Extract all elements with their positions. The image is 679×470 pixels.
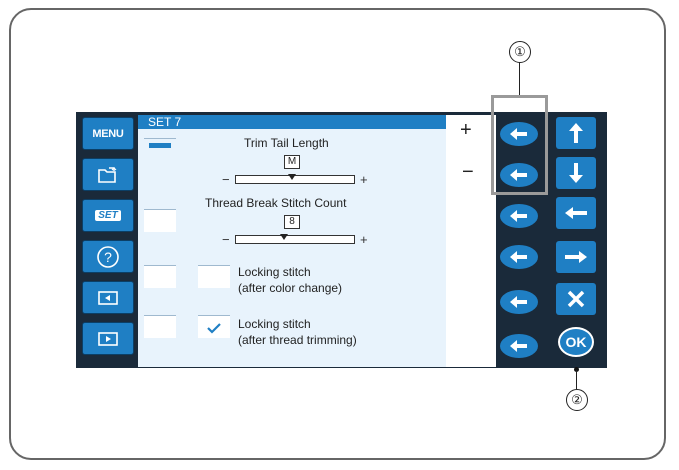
set-button-label: SET xyxy=(95,210,121,221)
lock-color-checkbox[interactable] xyxy=(198,265,230,288)
trim-tail-slider[interactable] xyxy=(235,174,355,184)
arrow-left-icon xyxy=(510,251,527,263)
menu-button[interactable]: MENU xyxy=(82,117,134,150)
cursor-up-button[interactable] xyxy=(556,117,596,149)
lock-trim-line1: Locking stitch xyxy=(238,317,311,331)
row3-arrow-key[interactable] xyxy=(500,204,538,228)
trim-tail-thumb xyxy=(288,174,296,180)
cursor-down-button[interactable] xyxy=(556,157,596,189)
lock-color-line2: (after color change) xyxy=(238,281,343,295)
callout-1: ① xyxy=(509,41,531,63)
page-back-button[interactable] xyxy=(82,281,134,314)
arrow-down-icon xyxy=(569,163,583,183)
row6-arrow-key[interactable] xyxy=(500,334,538,358)
row4-arrow-key[interactable] xyxy=(500,245,538,269)
selected-arrow-icon xyxy=(149,143,171,148)
minus-key-label: − xyxy=(462,161,474,183)
callout-2-dot xyxy=(574,367,579,372)
trim-tail-minus: − xyxy=(222,172,230,187)
thread-break-minus: − xyxy=(222,232,230,247)
screen-title: SET 7 xyxy=(148,115,182,129)
arrow-left-icon xyxy=(510,128,527,140)
trim-tail-value: M xyxy=(284,155,300,169)
lock-color-left-box xyxy=(144,265,176,288)
page-forward-button[interactable] xyxy=(82,322,134,355)
cursor-right-button[interactable] xyxy=(556,241,596,273)
checkmark-icon xyxy=(207,323,221,334)
help-button[interactable]: ? xyxy=(82,240,134,273)
cancel-button[interactable] xyxy=(556,283,596,315)
ok-button[interactable]: OK xyxy=(558,327,594,357)
callout-2: ② xyxy=(566,389,588,411)
plus-arrow-key[interactable] xyxy=(500,122,538,146)
folder-button[interactable] xyxy=(82,158,134,191)
arrow-left-icon xyxy=(510,340,527,352)
arrow-left-icon xyxy=(565,207,587,219)
arrow-left-icon xyxy=(510,296,527,308)
plus-minus-panel: + − xyxy=(446,115,496,367)
close-icon xyxy=(567,290,585,308)
thread-break-value: 8 xyxy=(284,215,300,229)
lock-trim-line2: (after thread trimming) xyxy=(238,333,357,347)
row5-arrow-key[interactable] xyxy=(500,290,538,314)
callout-1-leader xyxy=(519,62,520,96)
thread-break-label: Thread Break Stitch Count xyxy=(205,196,347,210)
screen-title-bar: SET 7 xyxy=(138,115,446,129)
trim-tail-plus: + xyxy=(360,172,368,187)
lock-color-line1: Locking stitch xyxy=(238,265,311,279)
callout-2-leader xyxy=(576,370,577,389)
lock-trim-checkbox[interactable] xyxy=(198,315,230,338)
arrow-left-icon xyxy=(510,169,527,181)
thread-break-plus: + xyxy=(360,232,368,247)
cursor-left-button[interactable] xyxy=(556,197,596,229)
lcd-screen: SET 7 Trim Tail Length M − + Thread Brea… xyxy=(138,115,446,367)
help-glyph: ? xyxy=(104,249,112,265)
arrow-left-icon xyxy=(510,210,527,222)
callout-1-highlight xyxy=(491,95,548,195)
page-forward-icon xyxy=(98,331,118,346)
minus-arrow-key[interactable] xyxy=(500,163,538,187)
thread-break-slider[interactable] xyxy=(235,234,355,244)
plus-key-label: + xyxy=(460,119,472,141)
folder-icon xyxy=(98,166,117,183)
trim-tail-label: Trim Tail Length xyxy=(244,136,329,150)
left-button-bar: MENU SET ? xyxy=(82,117,136,363)
trim-tail-selector[interactable] xyxy=(144,138,176,161)
menu-button-label: MENU xyxy=(92,127,124,140)
lock-trim-left-box xyxy=(144,315,176,338)
help-icon: ? xyxy=(97,245,119,268)
arrow-right-icon xyxy=(565,251,587,263)
arrow-up-icon xyxy=(569,123,583,143)
thread-break-thumb xyxy=(280,234,288,240)
thread-break-selector[interactable] xyxy=(144,209,176,232)
page-back-icon xyxy=(98,290,118,305)
set-button[interactable]: SET xyxy=(82,199,134,232)
